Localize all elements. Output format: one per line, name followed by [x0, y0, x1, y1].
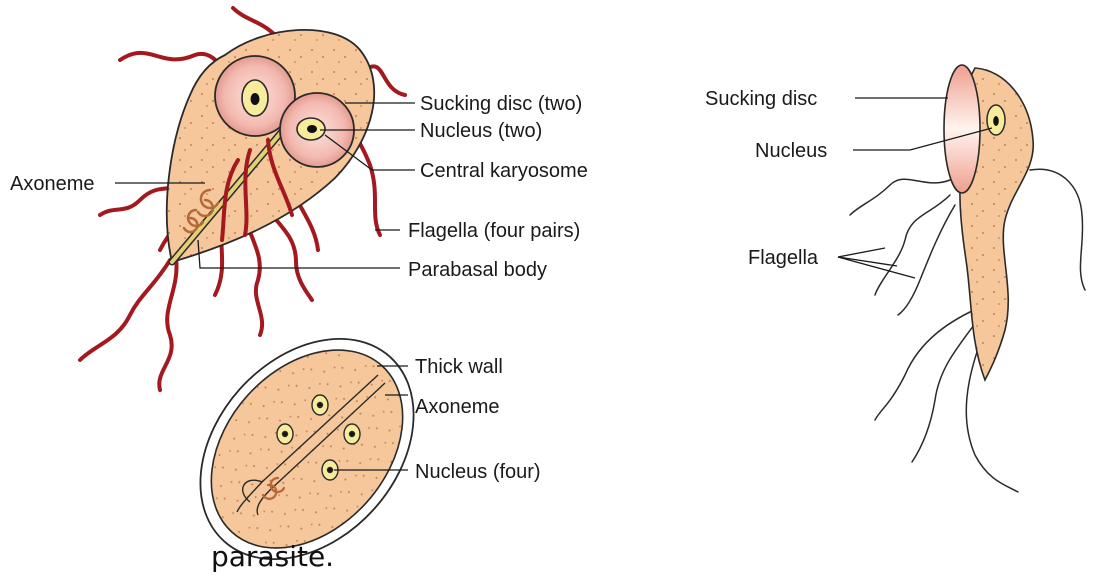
side-karyosome — [993, 116, 999, 126]
caption-text: parasite. — [211, 540, 334, 573]
karyosome — [307, 125, 317, 133]
label-parabasal-body: Parabasal body — [408, 259, 547, 281]
karyosome — [251, 93, 260, 105]
label-side-nucleus: Nucleus — [755, 140, 827, 162]
label-side-flagella: Flagella — [748, 247, 819, 269]
label-cyst-axoneme: Axoneme — [415, 396, 500, 418]
label-central-karyosome: Central karyosome — [420, 160, 588, 182]
label-nucleus-two: Nucleus (two) — [420, 120, 542, 142]
trophozoite-side-view: Sucking disc Nucleus Flagella — [705, 65, 1085, 492]
trophozoite-front-view: Sucking disc (two) Nucleus (two) Central… — [10, 8, 588, 390]
label-side-sucking-disc: Sucking disc — [705, 88, 817, 110]
side-sucking-disc — [944, 65, 980, 193]
label-nucleus-four: Nucleus (four) — [415, 461, 541, 483]
label-axoneme: Axoneme — [10, 173, 95, 195]
label-flagella-four-pairs: Flagella (four pairs) — [408, 220, 580, 242]
label-thick-wall: Thick wall — [415, 356, 503, 378]
label-sucking-disc-two: Sucking disc (two) — [420, 93, 582, 115]
